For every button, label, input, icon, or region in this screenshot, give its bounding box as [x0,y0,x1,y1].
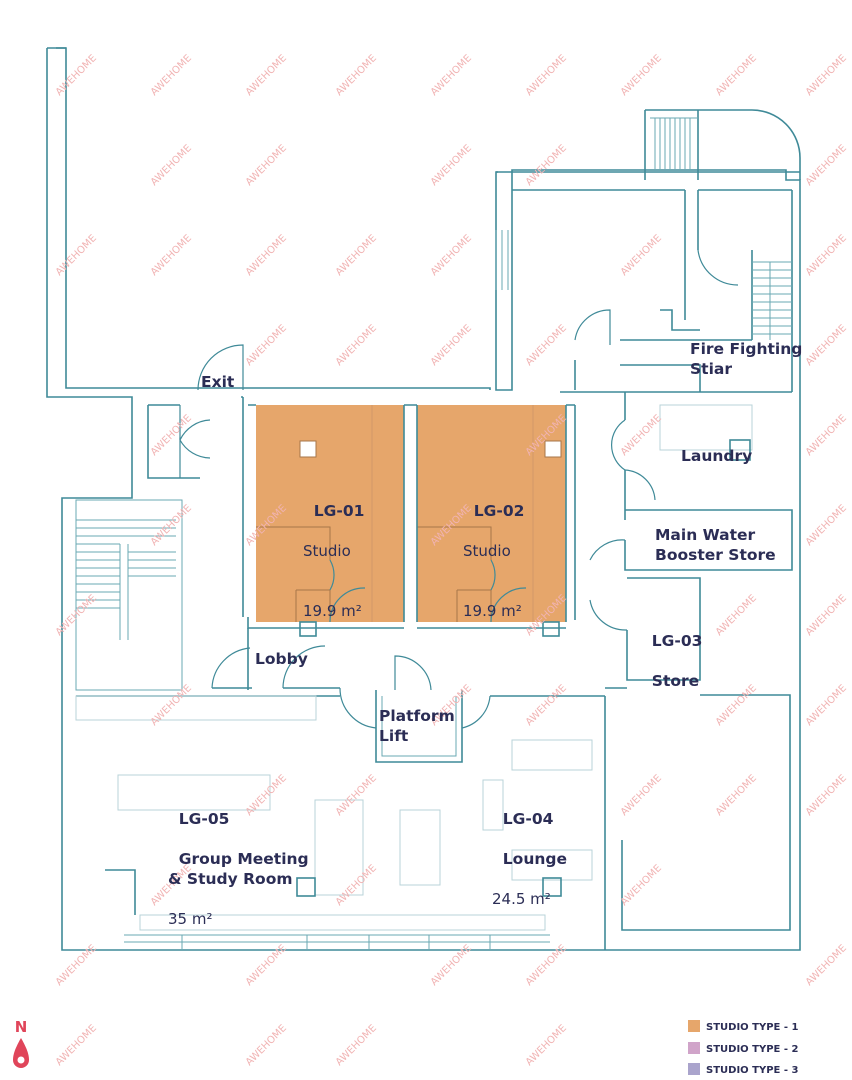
room-code: LG-01 [313,502,365,520]
label-lobby: Lobby [255,650,308,668]
room-code: LG-03 [651,632,703,650]
label-platform-lift: Platform Lift [379,707,455,745]
room-label-lg05: LG-05 Group Meeting & Study Room 35 m² [168,789,309,949]
studio-interior-lines [256,405,562,622]
room-label-lg01: LG-01 Studio 19.9 m² [303,481,364,641]
room-code: LG-04 [502,810,554,828]
studio-lg02-fill[interactable] [417,405,566,622]
room-label-lg02: LG-02 Studio 19.9 m² [463,481,524,641]
room-type: Studio [463,542,511,560]
compass: N [10,1018,32,1076]
furniture [75,404,753,931]
legend-label: STUDIO TYPE - 1 [706,1022,799,1033]
legend-swatch [688,1063,700,1075]
room-area: 35 m² [168,910,213,928]
north-arrow-icon [13,1038,29,1068]
room-type: Store [651,672,700,690]
legend-item-type3: STUDIO TYPE - 3 [688,1063,798,1076]
legend-item-type1: STUDIO TYPE - 1 [688,1020,798,1033]
room-code: LG-02 [473,502,525,520]
compass-letter: N [14,1018,28,1036]
doors [179,249,739,729]
small-fixtures [105,439,751,915]
room-type: Group Meeting & Study Room [168,850,309,888]
outer-walls [46,47,801,951]
room-type: Studio [303,542,351,560]
staircase-west [76,519,176,640]
legend-item-type2: STUDIO TYPE - 2 [688,1042,798,1055]
room-area: 19.9 m² [463,602,522,620]
label-laundry: Laundry [681,447,753,465]
legend-swatch [688,1042,700,1054]
south-windows [124,934,550,950]
legend-label: STUDIO TYPE - 2 [706,1044,799,1055]
staircase-fire [752,261,792,340]
inner-walls [75,189,793,950]
room-label-lg04: LG-04 Lounge 24.5 m² [492,789,567,929]
label-water-store: Main Water Booster Store [655,526,776,564]
west-window [495,230,509,290]
legend-label: STUDIO TYPE - 3 [706,1065,799,1076]
studio-lg01-fill[interactable] [256,405,404,622]
room-area: 24.5 m² [492,890,551,908]
room-type: Lounge [502,850,567,868]
room-code: LG-05 [178,810,230,828]
room-label-lg03: LG-03 Store [641,611,703,691]
label-fire-stair: Fire Fighting Stiar [690,340,803,378]
room-area: 19.9 m² [303,602,362,620]
label-exit: Exit [201,373,235,391]
legend-swatch [688,1020,700,1032]
